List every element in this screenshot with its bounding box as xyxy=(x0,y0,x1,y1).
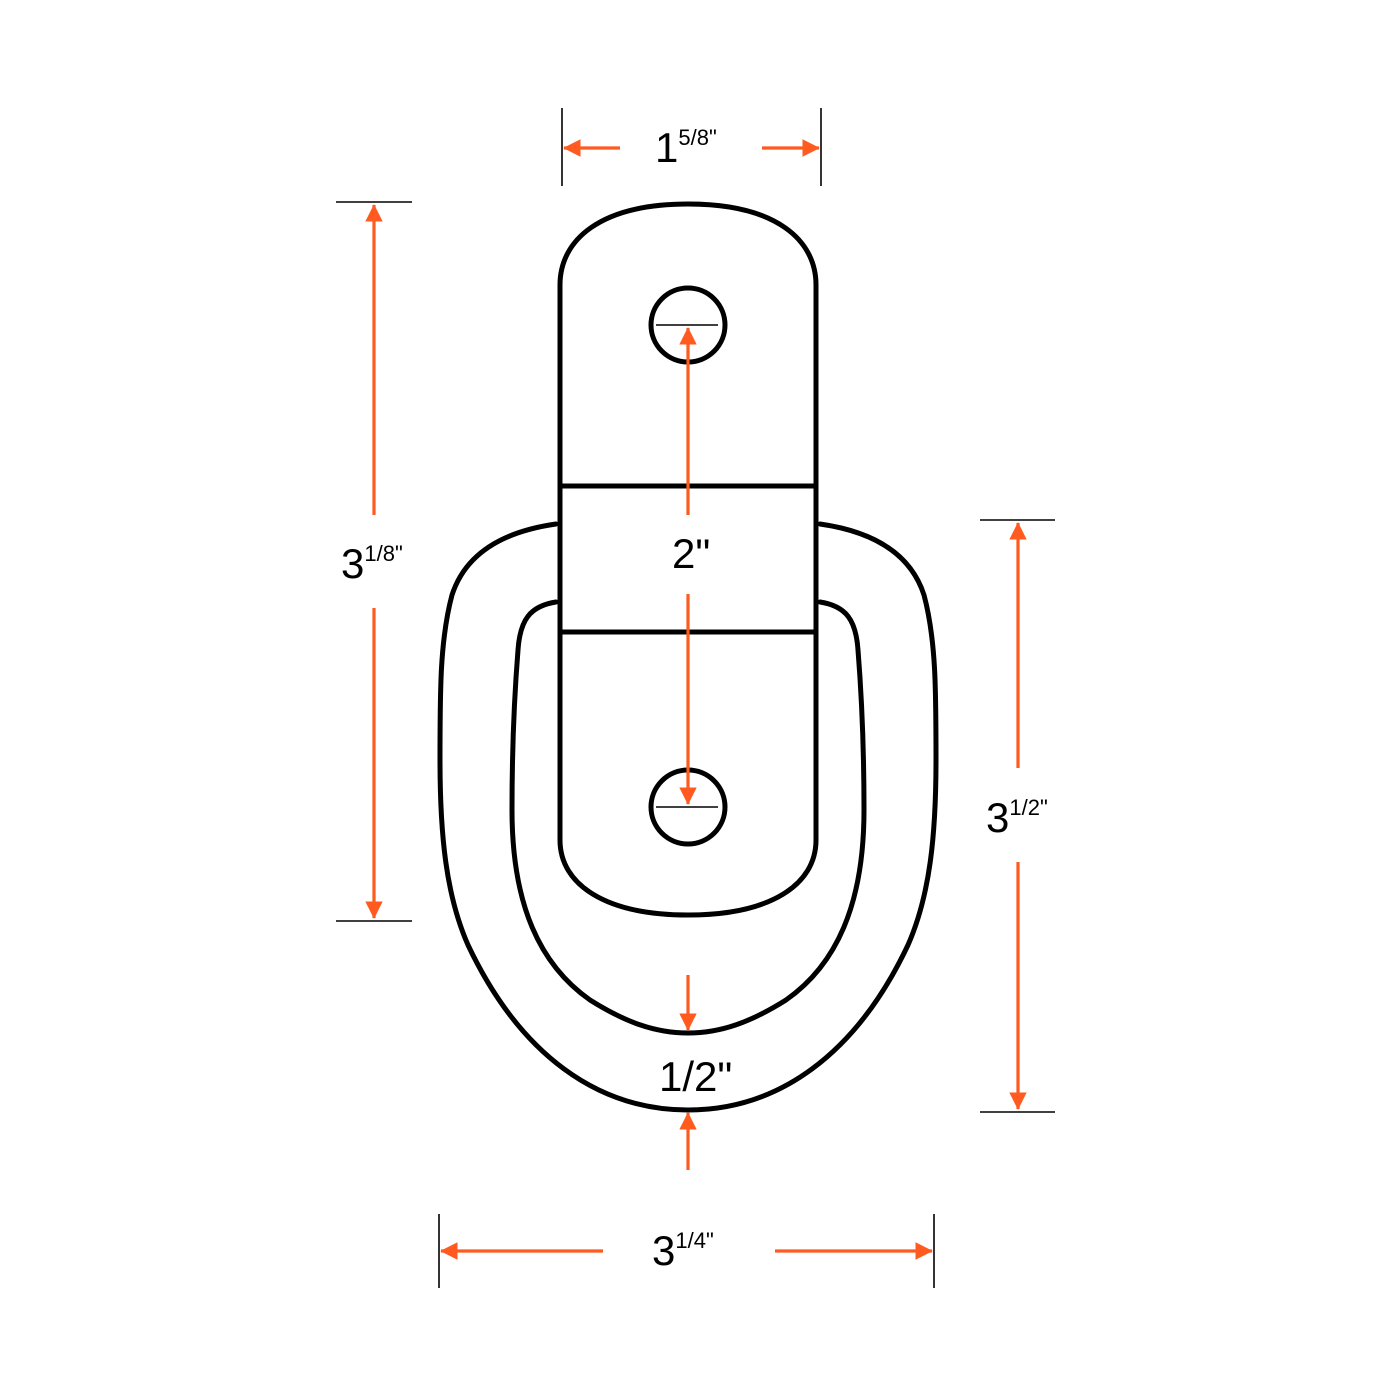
dimension-hole-spacing: 2" xyxy=(672,327,710,805)
d-ring-inner-edge xyxy=(509,599,867,1036)
d-ring-outer-edge xyxy=(437,521,939,1113)
dimension-ring-thickness: 1/2" xyxy=(659,975,732,1170)
dimension-label-hole-spacing: 2" xyxy=(672,530,710,577)
dimension-label-plate-width: 15/8" xyxy=(655,124,717,171)
dimension-plate-length: 31/8" xyxy=(336,201,412,922)
dimension-label-ring-height: 31/2" xyxy=(986,794,1048,841)
dimension-label-plate-length: 31/8" xyxy=(341,540,403,587)
d-ring xyxy=(437,521,939,1113)
dimension-label-ring-width: 31/4" xyxy=(652,1227,714,1274)
dimension-plate-width: 15/8" xyxy=(561,108,822,186)
dimension-label-ring-thickness: 1/2" xyxy=(659,1053,732,1100)
dimension-ring-height: 31/2" xyxy=(980,519,1055,1113)
dimension-ring-width: 31/4" xyxy=(438,1214,935,1288)
plate-outline xyxy=(557,201,819,918)
